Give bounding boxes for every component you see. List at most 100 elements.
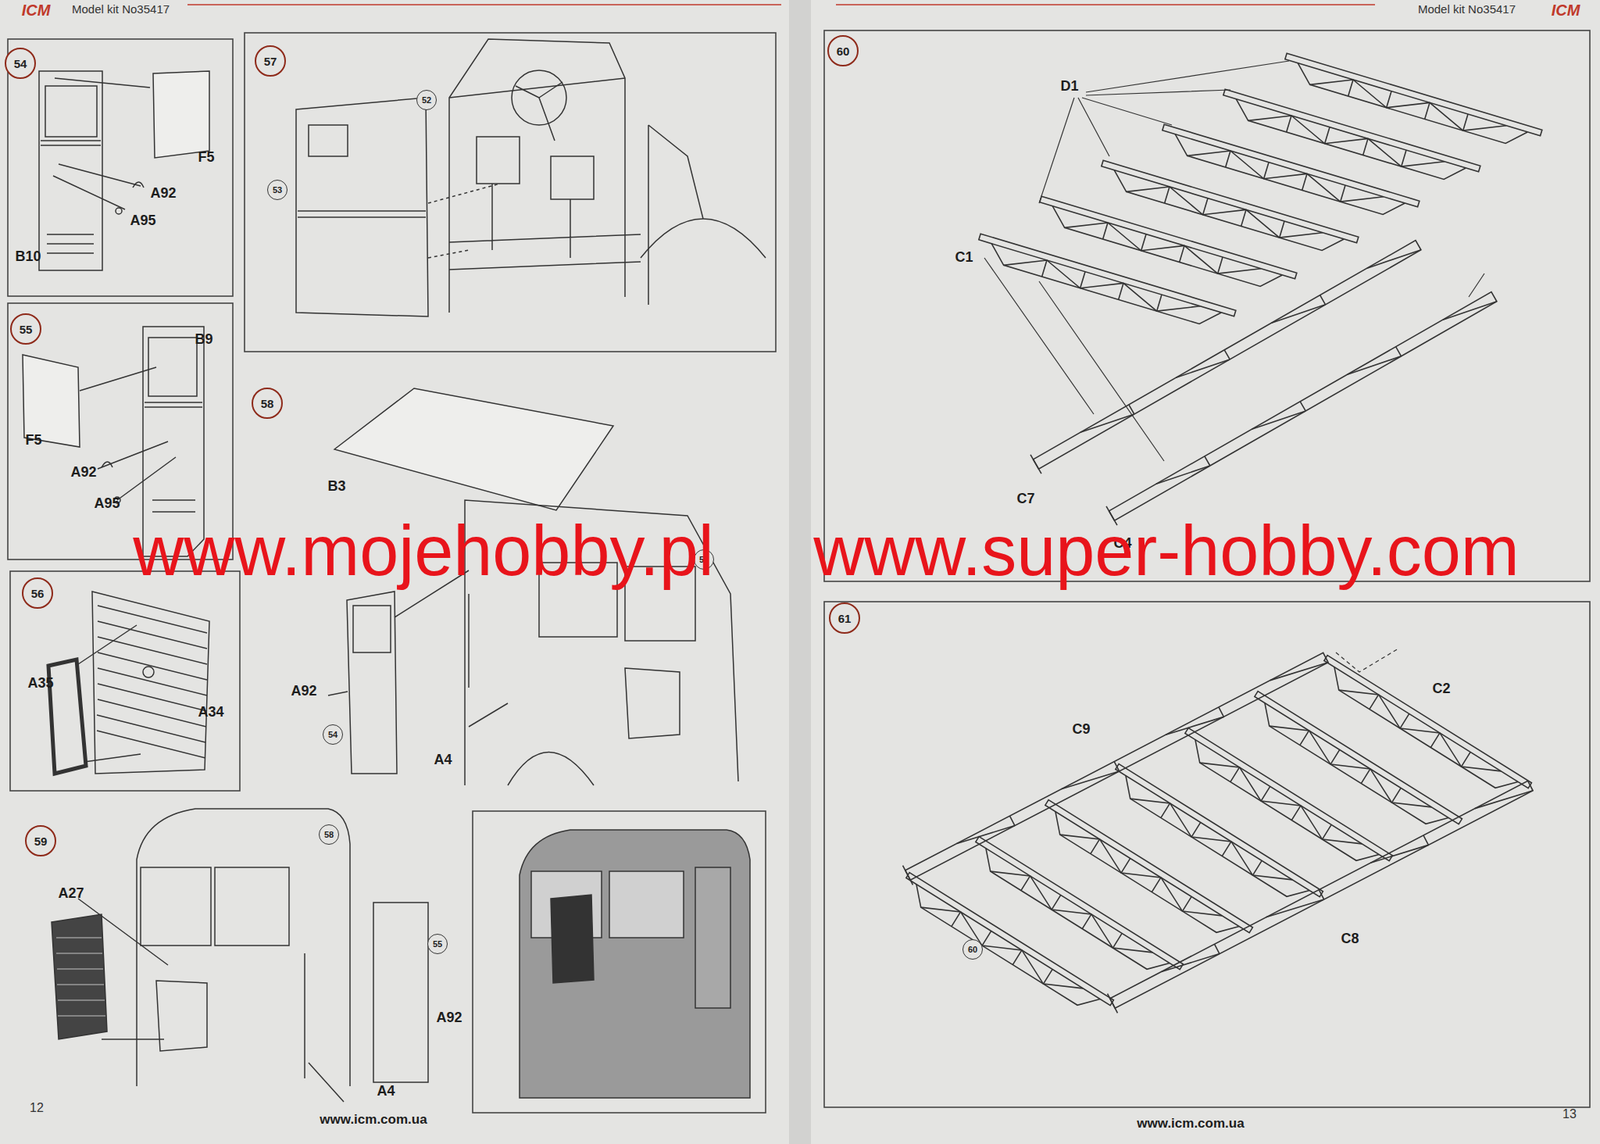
part-name: B9 [194, 332, 213, 348]
reference-circle: 53 [267, 179, 288, 200]
part-name: A27 [57, 885, 84, 902]
truss-step-60 [1030, 235, 1424, 475]
part-name: A92 [290, 683, 317, 700]
part-name: A92 [70, 464, 97, 481]
truss-step-60 [1035, 196, 1297, 296]
truss-step-61 [1335, 648, 1399, 672]
panel-frames [244, 32, 776, 352]
part-name: B3 [327, 478, 346, 495]
truss-step-61 [966, 836, 1183, 985]
grille-step-56 [142, 666, 154, 678]
truss-step-61 [896, 647, 1536, 1020]
cab-step-59 [51, 808, 429, 1102]
page-number: 12 [29, 1100, 44, 1115]
truss-step-60 [974, 53, 1543, 525]
step-text: 60 [967, 944, 978, 954]
part-name: C2 [1432, 681, 1450, 697]
step-text: 55 [19, 322, 33, 336]
step-text: 55 [432, 939, 443, 949]
cab-interior-step-57 [308, 125, 348, 157]
door-step-54 [153, 71, 210, 158]
grille-step-56 [48, 591, 210, 774]
cab-step-59 [136, 808, 350, 1086]
panel-frames [824, 30, 1590, 582]
cab-interior-step-57 [449, 39, 625, 313]
finished-cab [609, 871, 684, 938]
grille-step-56 [48, 659, 86, 774]
step-text: 59 [34, 834, 48, 848]
door-step-54 [45, 85, 97, 137]
door-step-54 [53, 78, 150, 210]
door-step-54 [39, 71, 103, 271]
part-name: D1 [1060, 78, 1079, 95]
panel-frames [824, 601, 1590, 1108]
door-step-55 [79, 367, 176, 500]
truss-step-61 [1175, 728, 1393, 876]
website: www.icm.com.ua [319, 1112, 427, 1128]
cab-step-58 [346, 591, 397, 774]
truss-step-61 [1314, 655, 1532, 804]
cab-step-59 [78, 898, 168, 1040]
header-lines [187, 3, 1375, 6]
header-lines [187, 3, 782, 6]
part-name: C9 [1071, 721, 1090, 738]
door-step-55 [144, 402, 203, 512]
cab-step-59 [51, 914, 108, 1040]
step-number: 56 [21, 577, 54, 609]
door-step-54 [132, 182, 144, 188]
truss-step-60 [984, 257, 1485, 461]
logo: ICM [21, 1, 51, 19]
cab-interior-step-57 [550, 156, 594, 200]
truss-step-60 [984, 60, 1485, 461]
door-step-54 [40, 140, 101, 254]
truss-step-60 [1039, 60, 1290, 204]
grille-step-56 [78, 625, 141, 762]
kit-number: Model kit No35417 [71, 3, 170, 17]
cab-step-59 [304, 953, 344, 1102]
step-text: 54 [328, 729, 338, 740]
cab-interior-step-57 [476, 136, 520, 184]
reference-circle: 55 [427, 933, 448, 954]
cab-step-59 [373, 902, 429, 1083]
step-text: 60 [836, 44, 850, 58]
panel-frames [7, 39, 233, 297]
page-fold [789, 0, 811, 1144]
truss-step-61 [1245, 691, 1462, 840]
door-step-55 [101, 461, 113, 468]
logo: ICM [1551, 1, 1581, 19]
cab-step-58 [507, 752, 594, 786]
truss-step-61 [1035, 800, 1253, 948]
cab-interior-step-57 [296, 39, 766, 317]
part-name: F5 [25, 432, 42, 449]
step-text: 61 [838, 611, 852, 625]
truss-step-61 [896, 872, 1114, 1021]
step-text: 56 [31, 586, 45, 600]
cab-step-58 [625, 667, 680, 739]
part-name: A92 [435, 1010, 462, 1026]
page-fold [789, 0, 811, 1144]
grille-step-56 [92, 591, 210, 774]
step-number: 60 [827, 35, 859, 67]
truss-step-60 [1218, 89, 1481, 189]
cab-step-59 [156, 980, 208, 1051]
cab-interior-step-57 [428, 183, 500, 258]
part-name: B10 [14, 249, 41, 265]
truss-step-60 [1157, 124, 1420, 224]
panel-frames [10, 571, 240, 791]
part-name: A4 [376, 1083, 395, 1100]
cab-interior-step-57 [449, 183, 641, 270]
cab-interior-step-57 [515, 82, 563, 141]
kit-number: Model kit No35417 [1417, 3, 1516, 17]
step-text: 57 [264, 54, 278, 68]
step-number: 57 [254, 45, 286, 77]
cab-interior-step-57 [449, 78, 704, 305]
part-name: A92 [150, 185, 176, 202]
cab-step-58 [353, 605, 391, 653]
part-name: A95 [93, 496, 120, 512]
cab-interior-step-57 [296, 97, 429, 317]
part-name: C8 [1340, 931, 1359, 947]
website: www.icm.com.ua [1136, 1116, 1244, 1132]
finished-cab [550, 894, 594, 983]
truss-step-61 [1106, 764, 1323, 912]
watermark: www.mojehobby.pl [132, 512, 715, 590]
